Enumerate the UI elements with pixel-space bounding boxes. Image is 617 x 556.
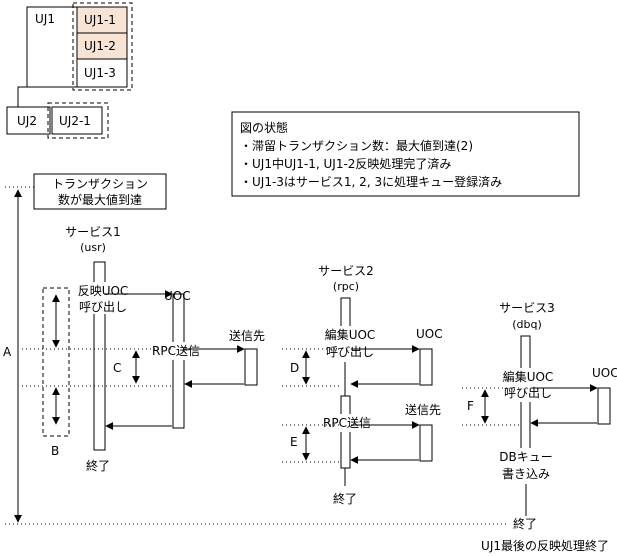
service-2-rpc-label: RPC送信 bbox=[323, 415, 371, 430]
tree-connector bbox=[17, 86, 27, 107]
service-1-label-c: C bbox=[113, 361, 121, 375]
service-1-interval-b-frame bbox=[42, 287, 70, 437]
service-2-label-d: D bbox=[290, 361, 299, 375]
service-1-name: サービス1 bbox=[65, 225, 121, 239]
service-3-type: (dbq) bbox=[512, 318, 542, 331]
uj1-1-label: UJ1-1 bbox=[84, 13, 116, 27]
legend-line-3: ・UJ1-3はサービス1, 2, 3に処理キュー登録済み bbox=[240, 174, 502, 189]
service-3-call-line-1: 編集UOC bbox=[503, 369, 554, 384]
service-1-dest-label: 送信先 bbox=[229, 328, 265, 343]
job-tree: UJ1 UJ1-1 UJ1-2 UJ1-3 UJ2 UJ2-1 bbox=[6, 2, 133, 139]
service-2-end: 終了 bbox=[333, 491, 357, 506]
uj1-children-dashed-frame bbox=[72, 2, 133, 91]
uj1-3-box bbox=[76, 58, 128, 88]
service-3-call-bg bbox=[498, 368, 560, 402]
service-3-db-bg bbox=[494, 448, 558, 484]
service-1-call-bg bbox=[78, 282, 128, 314]
service-3: サービス3 (dbq) 編集UOC 呼び出し UOC F DBキュー 書き込み bbox=[462, 301, 617, 516]
service-2-call-bg bbox=[320, 326, 380, 362]
service-2-label-e: E bbox=[290, 435, 298, 449]
service-1-lifeline bbox=[93, 261, 106, 451]
legend-line-1: ・滞留トランザクション数：最大値到達(2) bbox=[240, 138, 473, 153]
service-2-dest-bar bbox=[419, 424, 433, 462]
service-3-call-line-2: 呼び出し bbox=[504, 386, 552, 400]
uj2-child-dashed-frame bbox=[47, 102, 109, 139]
service-1-uoc-bar bbox=[172, 293, 185, 429]
service-1-dest-bar bbox=[244, 348, 258, 386]
service-3-uoc-label: UOC bbox=[592, 366, 617, 380]
service-2-rpc-bg bbox=[322, 414, 378, 432]
service-3-db-line-2: 書き込み bbox=[502, 467, 550, 481]
service-1-call-line-2: 呼び出し bbox=[79, 300, 127, 314]
start-label-line-1: トランザクション bbox=[52, 177, 148, 191]
service-1-type: (usr) bbox=[80, 241, 106, 254]
uj1-label: UJ1 bbox=[35, 12, 55, 26]
axis-label-a: A bbox=[3, 345, 12, 359]
service-3-label-f: F bbox=[467, 399, 474, 413]
state-legend: 図の状態 ・滞留トランザクション数：最大値到達(2) ・UJ1中UJ1-1, U… bbox=[231, 111, 580, 197]
uj1-box bbox=[26, 6, 78, 88]
service-1-rpc-bg bbox=[150, 342, 208, 360]
uj1-3-label: UJ1-3 bbox=[84, 66, 116, 80]
service-1-uoc-label: UOC bbox=[164, 289, 191, 303]
uj1-1-box bbox=[76, 6, 128, 34]
service-1: サービス1 (usr) 反映UOC 呼び出し 終了 UOC RPC送信 送信先 … bbox=[22, 225, 265, 473]
service-2: サービス2 (rpc) 編集UOC 呼び出し UOC RPC送信 送信先 D E… bbox=[282, 264, 443, 506]
uj2-1-box bbox=[51, 106, 103, 135]
service-2-uoc-bar bbox=[419, 348, 433, 386]
legend-line-2: ・UJ1中UJ1-1, UJ1-2反映処理完了済み bbox=[240, 156, 451, 171]
service-2-uoc-label: UOC bbox=[416, 327, 443, 341]
service-1-end: 終了 bbox=[86, 458, 110, 473]
service-2-type: (rpc) bbox=[333, 280, 359, 293]
service-1-rpc-label: RPC送信 bbox=[152, 343, 200, 358]
start-label-box bbox=[33, 173, 167, 210]
service-1-label-b: B bbox=[51, 444, 59, 458]
service-2-dest-label: 送信先 bbox=[405, 402, 441, 417]
service-3-db-line-1: DBキュー bbox=[499, 450, 552, 464]
uj1-2-label: UJ1-2 bbox=[84, 39, 116, 53]
legend-box bbox=[231, 111, 580, 197]
start-label-line-2: 数が最大値到達 bbox=[58, 192, 142, 207]
service-3-name: サービス3 bbox=[499, 301, 555, 315]
legend-title: 図の状態 bbox=[240, 120, 288, 135]
timeline: トランザクション 数が最大値到達 A 終了 UJ1最後の反映処理終了 bbox=[3, 173, 609, 553]
service-2-name: サービス2 bbox=[318, 264, 374, 278]
service-2-call-line-1: 編集UOC bbox=[325, 327, 376, 342]
uj2-label: UJ2 bbox=[17, 114, 37, 128]
end-caption: UJ1最後の反映処理終了 bbox=[481, 538, 609, 553]
uj2-box bbox=[6, 106, 51, 135]
service-2-call-line-2: 呼び出し bbox=[326, 345, 374, 359]
uj2-1-label: UJ2-1 bbox=[59, 114, 91, 128]
service-3-uoc-bar bbox=[597, 387, 611, 425]
end-label: 終了 bbox=[513, 516, 537, 531]
service-1-call-line-1: 反映UOC bbox=[78, 284, 129, 298]
